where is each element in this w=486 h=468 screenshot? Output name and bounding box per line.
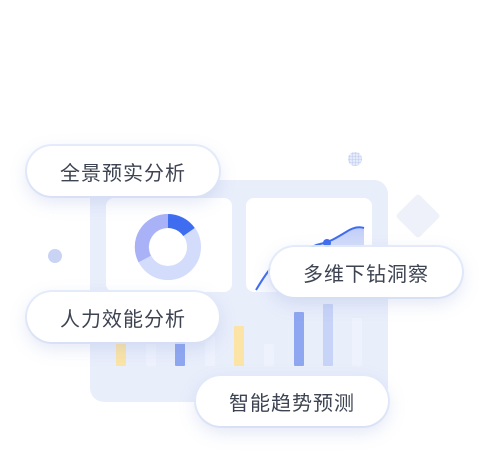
bar-yellow-1 [116, 336, 126, 366]
feature-tag-panorama: 全景预实分析 [27, 146, 219, 196]
bar-pale-4 [352, 318, 362, 366]
bar-pale-1 [146, 344, 156, 366]
bar-lavender-1 [323, 304, 333, 366]
decor-dot-left [48, 249, 62, 263]
feature-tag-drilldown: 多维下钻洞察 [270, 247, 462, 297]
bar-pale-2 [205, 336, 215, 366]
bar-yellow-2 [234, 326, 244, 366]
bar-pale-3 [264, 344, 274, 366]
feature-tag-label: 多维下钻洞察 [303, 261, 429, 286]
donut-chart-icon [134, 213, 201, 280]
bar-blue-2 [294, 312, 304, 366]
donut-panel [106, 198, 232, 292]
feature-tag-label: 智能趋势预测 [229, 390, 355, 415]
bar-chart-icon [106, 304, 372, 386]
bar-blue-1 [175, 332, 185, 366]
feature-tag-forecast: 智能趋势预测 [196, 376, 388, 426]
decor-diamond [395, 193, 441, 239]
feature-tag-label: 人力效能分析 [60, 306, 186, 331]
feature-tag-efficiency: 人力效能分析 [27, 292, 219, 342]
feature-tag-label: 全景预实分析 [60, 160, 186, 185]
decor-dot-top [348, 152, 362, 166]
